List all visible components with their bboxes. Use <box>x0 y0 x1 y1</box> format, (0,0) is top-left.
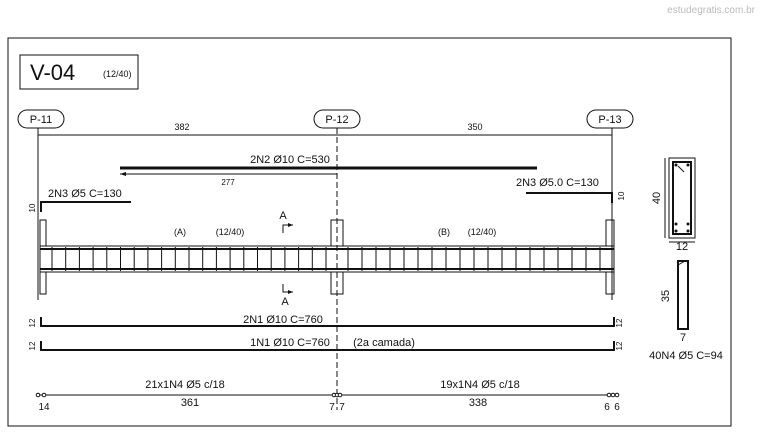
top-left-bar-label: 2N3 Ø5 C=130 <box>48 188 122 200</box>
top-left-bar <box>40 201 131 212</box>
span1-dim: 382 <box>174 122 189 132</box>
svg-text:12: 12 <box>615 341 624 350</box>
span-b-section: (12/40) <box>468 227 497 237</box>
stirrups-left-label: 21x1N4 Ø5 c/18 <box>145 379 225 391</box>
column-p13: P-13 <box>586 109 634 129</box>
second-layer-label: (2a camada) <box>353 337 415 349</box>
drawing-frame <box>7 37 732 427</box>
column-p12: P-12 <box>313 109 361 129</box>
stirrup-detail: 35 7 40N4 Ø5 C=94 <box>649 260 723 362</box>
dim-7b: 7 <box>339 402 345 413</box>
svg-text:12: 12 <box>615 318 624 327</box>
beam-section-label: (12/40) <box>103 69 132 79</box>
section-height: 40 <box>651 192 663 204</box>
column-p11: P-11 <box>17 109 65 129</box>
stirrup-height: 35 <box>660 290 672 302</box>
top-right-bar <box>526 192 613 203</box>
dim-6a: 6 <box>604 402 610 413</box>
top-main-bar-label: 2N2 Ø10 C=530 <box>250 154 330 166</box>
dim-7a: 7 <box>329 402 335 413</box>
section-mark-top: A <box>279 210 287 222</box>
svg-text:P-12: P-12 <box>325 114 348 126</box>
span-b-label: (B) <box>438 227 450 237</box>
dim-6b: 6 <box>614 402 620 413</box>
stirrup-spec: 40N4 Ø5 C=94 <box>649 350 723 362</box>
bottom-second-bar <box>40 341 615 351</box>
dim-338: 338 <box>469 397 487 409</box>
bottom-second-bar-label: 1N1 Ø10 C=760 <box>250 337 330 349</box>
top-right-bar-label: 2N3 Ø5.0 C=130 <box>516 177 599 189</box>
top-main-bar-dim: 277 <box>221 178 235 187</box>
dim-361: 361 <box>181 397 199 409</box>
dim-14: 14 <box>38 402 50 413</box>
bottom-main-bar-label: 2N1 Ø10 C=760 <box>243 314 323 326</box>
svg-text:P-11: P-11 <box>30 114 52 126</box>
span-a-section: (12/40) <box>216 227 245 237</box>
cross-section: 40 12 <box>651 157 696 253</box>
svg-text:10: 10 <box>28 203 37 212</box>
svg-text:P-13: P-13 <box>598 114 621 126</box>
span2-dim: 350 <box>467 122 482 132</box>
watermark: estudegratis.com.br <box>667 5 755 16</box>
beam-title: V-04 <box>30 60 75 85</box>
title-box <box>19 54 139 90</box>
stirrups-right-label: 19x1N4 Ø5 c/18 <box>440 379 520 391</box>
stirrup-width: 7 <box>680 332 686 344</box>
beam-elevation <box>39 219 615 295</box>
svg-text:12: 12 <box>28 318 37 327</box>
bottom-main-bar <box>40 317 615 327</box>
svg-text:10: 10 <box>617 191 626 200</box>
svg-text:12: 12 <box>28 341 37 350</box>
section-width: 12 <box>676 241 688 253</box>
section-mark-bottom: A <box>281 296 289 308</box>
span-a-label: (A) <box>174 227 186 237</box>
